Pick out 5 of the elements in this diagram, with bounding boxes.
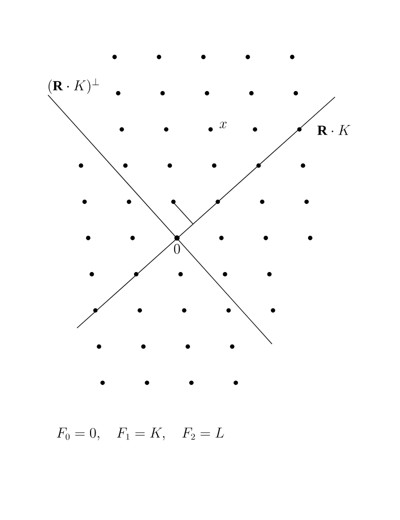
math-label: $0$	[174, 244, 180, 254]
math-label: $\mathbf{R}\cdot K$	[317, 125, 350, 135]
math-label: $(\mathbf{R}\cdot K)^{\perp}$	[48, 78, 99, 94]
math-label: $x$	[220, 122, 227, 128]
caption: $F_0 = 0,\quad F_1 = K,\quad F_2 = L$	[56, 428, 224, 440]
